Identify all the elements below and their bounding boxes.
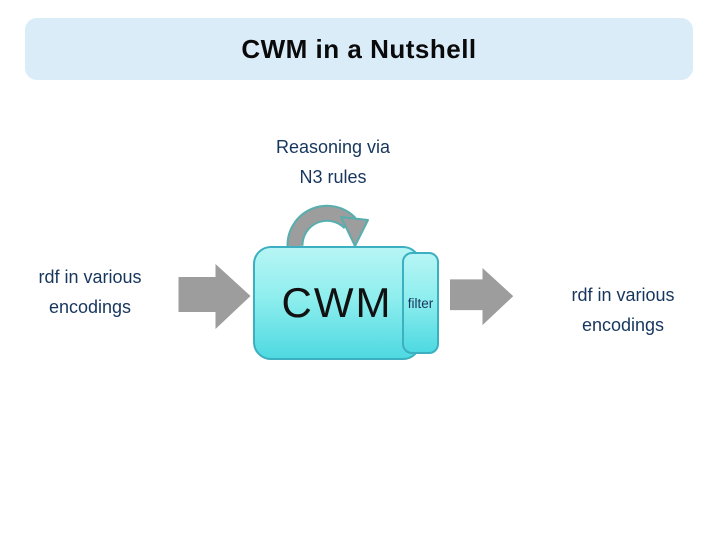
right-label-line2: encodings xyxy=(581,315,665,335)
slide-title: CWM in a Nutshell xyxy=(241,33,477,64)
cwm-box: CWM xyxy=(253,246,421,360)
filter-box-label: filter xyxy=(407,295,434,311)
caption-line2: N3 rules xyxy=(299,167,367,187)
caption-line1: Reasoning via xyxy=(275,137,391,157)
caption: Reasoning via N3 rules xyxy=(233,132,433,192)
right-label-line1: rdf in various xyxy=(571,285,675,305)
title-bar: CWM in a Nutshell xyxy=(25,18,693,80)
left-label-line1: rdf in various xyxy=(38,267,142,287)
right-arrow-icon xyxy=(178,264,251,329)
left-label: rdf in various encodings xyxy=(8,262,172,322)
right-label: rdf in various encodings xyxy=(543,280,703,340)
cwm-box-label: CWM xyxy=(281,279,393,326)
filter-box: filter xyxy=(402,252,439,354)
loop-arrow-icon xyxy=(286,204,369,247)
left-label-line2: encodings xyxy=(48,297,132,317)
right-arrow-icon xyxy=(450,268,514,326)
